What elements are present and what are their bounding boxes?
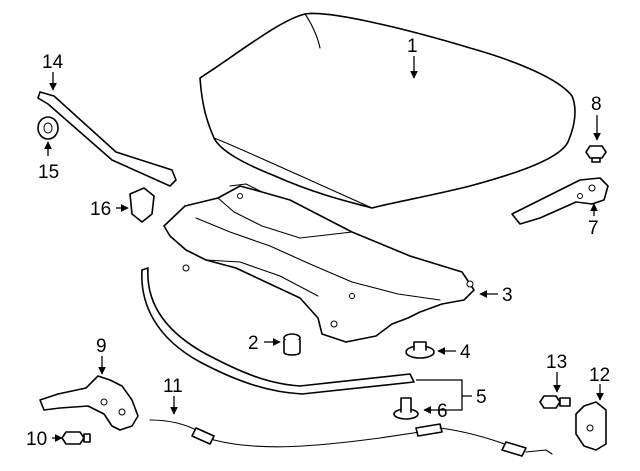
- lock-bolt-part: [61, 431, 91, 445]
- under-cover-part: [163, 183, 475, 343]
- bumper-stop-part: [283, 333, 301, 356]
- callout-13: 13: [546, 352, 567, 373]
- holder-clip-part: [129, 187, 155, 223]
- hood-lock-part: [39, 375, 139, 431]
- callout-4: 4: [460, 342, 471, 363]
- callout-3: 3: [502, 285, 513, 306]
- callout-12: 12: [589, 365, 610, 386]
- bracket-part: [575, 401, 607, 451]
- callout-9: 9: [96, 336, 107, 357]
- leader-lines: [44, 56, 604, 442]
- grommet-part: [37, 116, 59, 140]
- callout-15: 15: [38, 162, 59, 183]
- callout-7: 7: [588, 218, 599, 239]
- hood-hinge-part: [511, 177, 609, 225]
- callout-2: 2: [248, 333, 259, 354]
- callout-8: 8: [591, 94, 602, 115]
- hood-seal-part: [141, 267, 415, 395]
- callout-5: 5: [476, 387, 487, 408]
- release-cable-part: [149, 419, 553, 457]
- hood-part: [199, 12, 576, 209]
- clip-part: [393, 397, 419, 420]
- bracket-bolt-part: [539, 395, 571, 409]
- callout-16: 16: [90, 199, 111, 220]
- hinge-bolt-part: [585, 145, 607, 163]
- support-rod-part: [37, 91, 177, 187]
- callout-10: 10: [26, 429, 47, 450]
- callout-1: 1: [407, 36, 418, 57]
- hood-cushion-part: [405, 341, 435, 359]
- callout-11: 11: [163, 376, 183, 397]
- callout-6: 6: [437, 401, 448, 422]
- callout-14: 14: [42, 52, 64, 73]
